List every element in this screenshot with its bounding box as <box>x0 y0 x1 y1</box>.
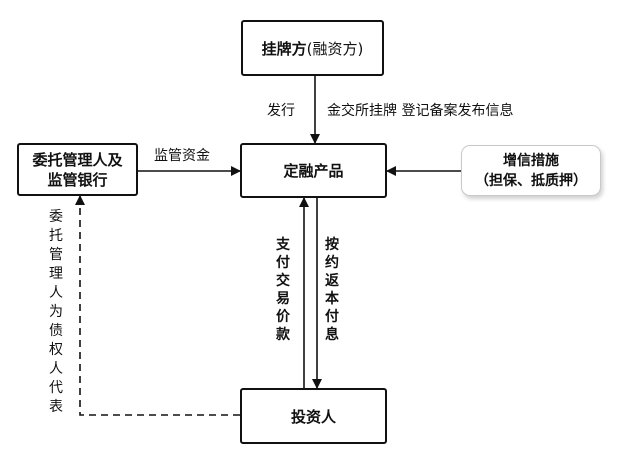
trustee-box: 委托管理人及 监管银行 <box>17 143 138 196</box>
label-repay: 按约返本付息 <box>325 237 339 343</box>
label-pay-price: 支付交易价款 <box>276 237 290 343</box>
label-exchange: 金交所挂牌 登记备案发布信息 <box>327 103 514 119</box>
trustee-line1: 委托管理人及 <box>32 150 123 169</box>
issuer-suffix: (融资方) <box>306 39 364 58</box>
label-creditor-rep: 委托管理人为债权人代表 <box>49 209 63 415</box>
dashed-investor-to-trustee <box>75 195 240 416</box>
credit-line1: 增信措施 <box>503 152 559 169</box>
label-issue: 发行 <box>267 103 295 119</box>
credit-line2: （担保、抵质押） <box>475 172 587 189</box>
issuer-name: 挂牌方 <box>261 39 307 58</box>
credit-box: 增信措施 （担保、抵质押） <box>461 145 601 196</box>
product-box: 定融产品 <box>240 143 387 198</box>
investor-name: 投资人 <box>290 407 336 426</box>
trustee-line2: 监管银行 <box>47 170 108 189</box>
investor-box: 投资人 <box>240 388 387 444</box>
issuer-box: 挂牌方 (融资方) <box>241 20 384 76</box>
label-supervise-funds: 监管资金 <box>154 148 210 164</box>
product-name: 定融产品 <box>283 162 344 180</box>
